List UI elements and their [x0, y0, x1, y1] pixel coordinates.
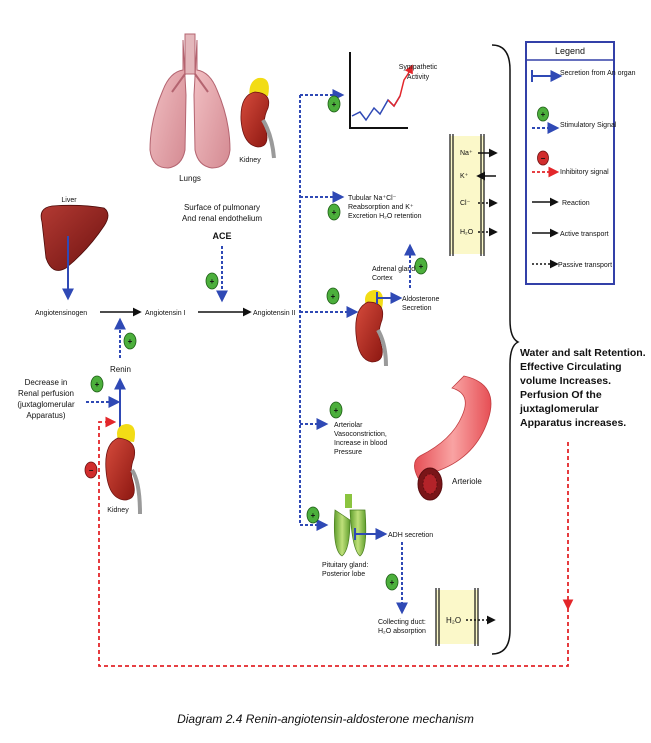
legend-passive-label: Passive transport — [558, 262, 612, 269]
tubular-label-1: Tubular Na⁺Cl⁻ — [348, 195, 397, 202]
svg-text:+: + — [95, 380, 100, 389]
plus-icon: + — [327, 203, 341, 221]
arteriolar-label-1: Arteriolar — [334, 422, 363, 429]
diagram-caption: Diagram 2.4 Renin-angiotensin-aldosteron… — [177, 712, 474, 726]
legend-inhibitory-label: Inhibitory signal — [560, 169, 609, 176]
svg-text:+: + — [311, 511, 316, 520]
adrenal-label-1: Adrenal gland: — [372, 266, 417, 273]
svg-text:+: + — [210, 277, 215, 286]
decrease-label-4: Apparatus) — [26, 411, 65, 420]
legend-active-label: Active transport — [560, 231, 609, 238]
plus-icon: + — [385, 573, 399, 591]
ion-k: K⁺ — [460, 173, 469, 180]
plus-icon: + — [414, 257, 428, 275]
arteriolar-label-2: Vasoconstriction, — [334, 431, 387, 438]
plus-icon: + — [306, 506, 320, 524]
sympathetic-label-1: Sympathetic — [399, 64, 438, 71]
sympathetic-label-2: Activity — [407, 74, 430, 81]
kidney-top-label: Kidney — [239, 157, 261, 164]
legend: Legend Secretion from An organ + Stimula… — [525, 41, 636, 285]
renin-label: Renin — [110, 365, 131, 374]
ion-na: Na⁺ — [460, 150, 473, 157]
angiotensinogen-label: Angiotensinogen — [35, 310, 87, 317]
kidney-top-illustration: Kidney — [239, 77, 276, 164]
plus-icon: + — [326, 287, 340, 305]
arteriolar-label-4: Pressure — [334, 449, 362, 456]
aldosterone-label-1: Aldosterone — [402, 296, 439, 303]
arteriolar-label-3: Increase in blood — [334, 440, 387, 447]
adh-label: ADH secretion — [388, 532, 433, 539]
svg-text:+: + — [332, 100, 337, 109]
svg-text:+: + — [541, 110, 546, 119]
arteriole-illustration: Arteriole — [414, 375, 492, 501]
pituitary-label-2: Posterior lobe — [322, 571, 365, 578]
decrease-label-1: Decrease in — [25, 378, 68, 387]
surface-label-1: Surface of pulmonary — [184, 203, 260, 212]
legend-title: Legend — [555, 46, 585, 56]
adrenal-label-2: Cortex — [372, 275, 393, 282]
svg-text:−: − — [89, 466, 94, 475]
kidney-bottom-illustration: Kidney — [105, 424, 142, 515]
svg-text:+: + — [390, 578, 395, 587]
svg-text:+: + — [332, 208, 337, 217]
angiotensin1-label: Angiotensin I — [145, 310, 186, 317]
tubular-label-2: Reabsorption and K⁺ — [348, 204, 414, 211]
svg-text:+: + — [419, 262, 424, 271]
plus-icon: + — [205, 272, 219, 290]
ion-cl: Cl⁻ — [460, 200, 471, 207]
ace-label: ACE — [212, 231, 231, 241]
result-text: Water and salt Retention. Effective Circ… — [520, 347, 646, 429]
pituitary-label-1: Pituitary gland: — [322, 562, 368, 569]
ion-h2o: H₂O — [460, 229, 474, 236]
aldosterone-label-2: Secretion — [402, 305, 432, 312]
result-brace — [491, 44, 520, 655]
collecting-label-2: H₂O absorption — [378, 628, 426, 635]
svg-text:+: + — [128, 337, 133, 346]
duct-h2o: H₂O — [446, 616, 461, 625]
legend-secretion-label: Secretion from An organ — [560, 70, 636, 77]
liver-label: Liver — [61, 197, 77, 204]
decrease-label-2: Renal perfusion — [18, 389, 74, 398]
minus-icon: − — [537, 150, 549, 166]
inhibitory-feedback-loop — [98, 416, 569, 667]
legend-reaction-label: Reaction — [562, 200, 590, 207]
tubule-ion-transport: Na⁺ K⁺ Cl⁻ H₂O — [449, 134, 498, 256]
plus-icon: + — [327, 95, 341, 113]
tubular-label-3: Excretion H₂O retention — [348, 213, 422, 220]
plus-icon: + — [123, 332, 137, 350]
lungs-label: Lungs — [179, 174, 201, 183]
plus-icon: + — [329, 401, 343, 419]
liver-illustration: Liver — [40, 197, 109, 271]
svg-text:−: − — [541, 154, 546, 163]
surface-label-2: And renal endothelium — [182, 214, 262, 223]
adrenal-kidney-illustration — [355, 290, 388, 367]
angiotensin2-label: Angiotensin II — [253, 310, 295, 317]
lungs-illustration: Lungs — [149, 33, 231, 183]
decrease-label-3: (juxtaglomerular — [17, 400, 75, 409]
plus-icon: + — [90, 375, 104, 393]
minus-icon: − — [84, 461, 98, 479]
kidney-bottom-label: Kidney — [107, 507, 129, 514]
sympathetic-graph-icon — [349, 52, 413, 129]
svg-text:+: + — [334, 406, 339, 415]
legend-stimulatory-label: Stimulatory Signal — [560, 122, 617, 129]
arteriole-label: Arteriole — [452, 477, 482, 486]
collecting-label-1: Collecting duct: — [378, 619, 426, 626]
plus-icon: + — [537, 106, 549, 122]
pituitary-illustration — [333, 494, 367, 557]
svg-text:+: + — [331, 292, 336, 301]
collecting-duct: H₂O — [435, 588, 496, 646]
